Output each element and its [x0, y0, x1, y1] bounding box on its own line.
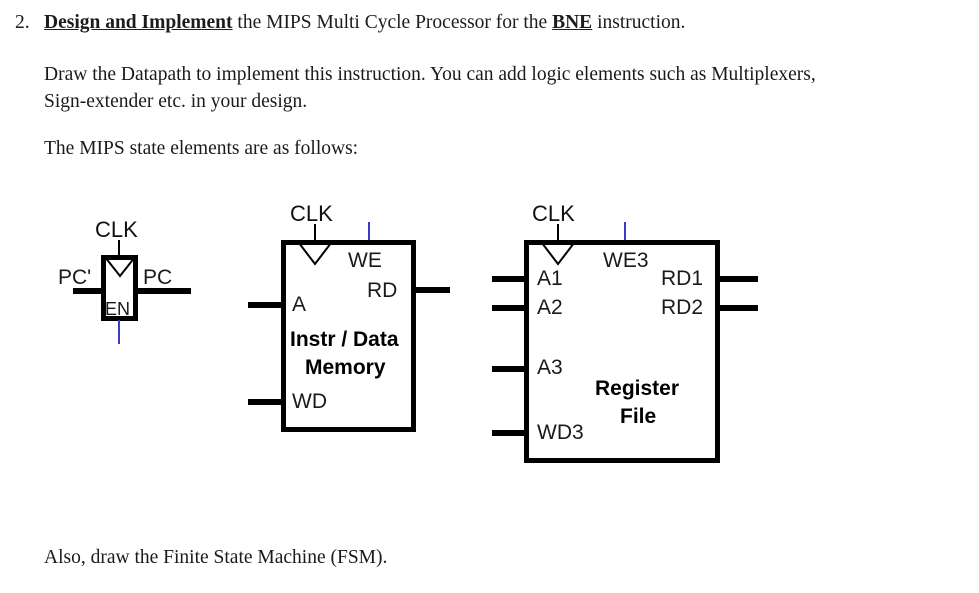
heading-emphasis-design-implement: Design and Implement	[44, 12, 233, 33]
pc-input-label: PC'	[58, 266, 92, 289]
memory-we-label: WE	[348, 249, 382, 272]
heading-emphasis-bne: BNE	[552, 12, 593, 33]
memory-box	[281, 240, 416, 432]
regfile-a3-wire	[492, 366, 529, 372]
regfile-a1-label: A1	[537, 267, 563, 290]
pc-clock-triangle-icon	[104, 256, 136, 278]
regfile-a3-label: A3	[537, 356, 563, 379]
memory-writedata-wire	[248, 399, 286, 405]
regfile-a1-wire	[492, 276, 529, 282]
heading-middle-text: the MIPS Multi Cycle Processor for the	[232, 12, 553, 33]
regfile-wd3-label: WD3	[537, 421, 584, 444]
paragraph-fsm: Also, draw the Finite State Machine (FSM…	[44, 547, 388, 568]
pc-input-wire	[73, 288, 105, 294]
regfile-we3-wire	[624, 222, 626, 242]
pc-clk-label: CLK	[95, 217, 138, 242]
regfile-clk-label: CLK	[532, 201, 575, 226]
regfile-title-line2: File	[620, 405, 657, 428]
memory-clk-label: CLK	[290, 201, 333, 226]
memory-title-line1: Instr / Data	[290, 328, 399, 351]
regfile-clk-wire	[557, 224, 559, 242]
paragraph-state-elements: The MIPS state elements are as follows:	[44, 138, 359, 159]
pc-output-label: PC	[143, 266, 173, 289]
pc-enable-label: EN	[105, 299, 131, 319]
pc-enable-wire	[118, 320, 120, 344]
regfile-we3-label: WE3	[603, 249, 649, 272]
pc-clk-wire	[118, 240, 120, 256]
regfile-a2-wire	[492, 305, 529, 311]
memory-address-wire	[248, 302, 286, 308]
regfile-rd1-label: RD1	[661, 267, 704, 290]
memory-title-line2: Memory	[305, 356, 386, 379]
question-number: 2.	[15, 12, 30, 33]
regfile-rd2-wire	[716, 305, 758, 311]
register-file-box	[524, 240, 720, 463]
regfile-rd2-label: RD2	[661, 296, 704, 319]
regfile-wd3-wire	[492, 430, 529, 436]
question-heading: Design and Implement the MIPS Multi Cycl…	[44, 10, 685, 35]
regfile-title-line1: Register	[595, 377, 680, 400]
memory-wd-label: WD	[292, 390, 327, 413]
regfile-rd1-wire	[716, 276, 758, 282]
memory-rd-label: RD	[367, 279, 398, 302]
memory-we-wire	[368, 222, 370, 242]
heading-tail-text: instruction.	[592, 12, 686, 33]
pc-output-wire	[134, 288, 191, 294]
memory-clk-wire	[314, 224, 316, 242]
memory-readdata-wire	[412, 287, 450, 293]
paragraph-datapath-line2: Sign-extender etc. in your design.	[44, 91, 308, 112]
regfile-clock-triangle-icon	[541, 242, 575, 266]
memory-clock-triangle-icon	[298, 242, 332, 266]
memory-a-label: A	[292, 293, 307, 316]
paragraph-datapath-line1: Draw the Datapath to implement this inst…	[44, 64, 816, 85]
regfile-a2-label: A2	[537, 296, 563, 319]
